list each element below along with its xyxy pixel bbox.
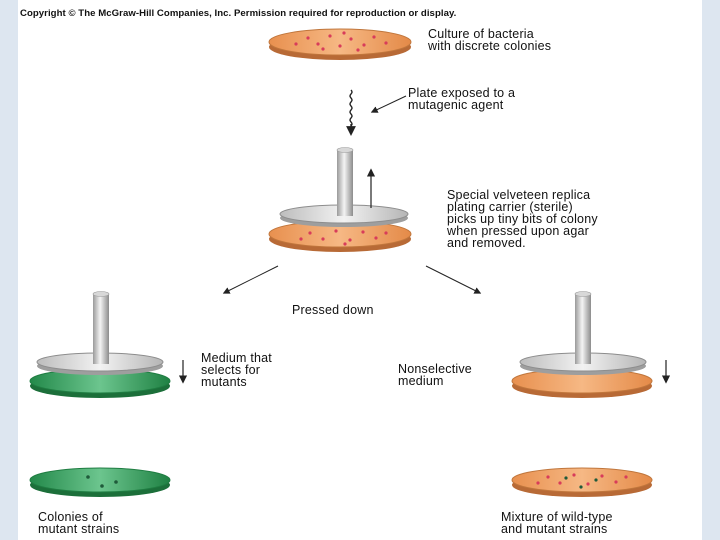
slide: Copyright © The McGraw-Hill Companies, I… (18, 0, 702, 540)
colony-group (86, 475, 118, 488)
carrier-rod (93, 294, 109, 364)
replica-plating-diagram (29, 28, 671, 497)
mixture-label: Mixture of wild-type and mutant strains (501, 510, 613, 536)
pressed-down-label: Pressed down (292, 303, 374, 317)
mutant-colonies-label: Colonies of mutant strains (38, 510, 120, 536)
right-branch-arrow (425, 265, 482, 294)
mixture-plate (511, 467, 653, 497)
nonselective-press-step (511, 291, 671, 398)
mutagen-label: Plate exposed to a mutagenic agent (408, 86, 516, 112)
colony-group (536, 473, 628, 486)
mutagen-exposure (346, 89, 407, 136)
selective-press-step (29, 291, 188, 398)
selective-medium-label: Medium that selects for mutants (201, 351, 272, 389)
left-branch-arrow (222, 265, 279, 294)
colony-group (294, 31, 388, 52)
carrier-rod (337, 150, 353, 216)
colony-group (299, 229, 388, 246)
pointer-arrow (370, 95, 407, 113)
colony-group (564, 476, 598, 489)
carrier-rod (575, 294, 591, 364)
velveteen-carrier-step (268, 147, 412, 252)
velveteen-label: Special velveteen replica plating carrie… (447, 188, 598, 250)
culture-label: Culture of bacteria with discrete coloni… (428, 27, 552, 53)
mutant-colonies-plate (29, 467, 171, 497)
nonselective-medium-label: Nonselective medium (398, 362, 472, 388)
culture-plate (268, 28, 412, 60)
copyright-notice: Copyright © The McGraw-Hill Companies, I… (20, 8, 457, 19)
